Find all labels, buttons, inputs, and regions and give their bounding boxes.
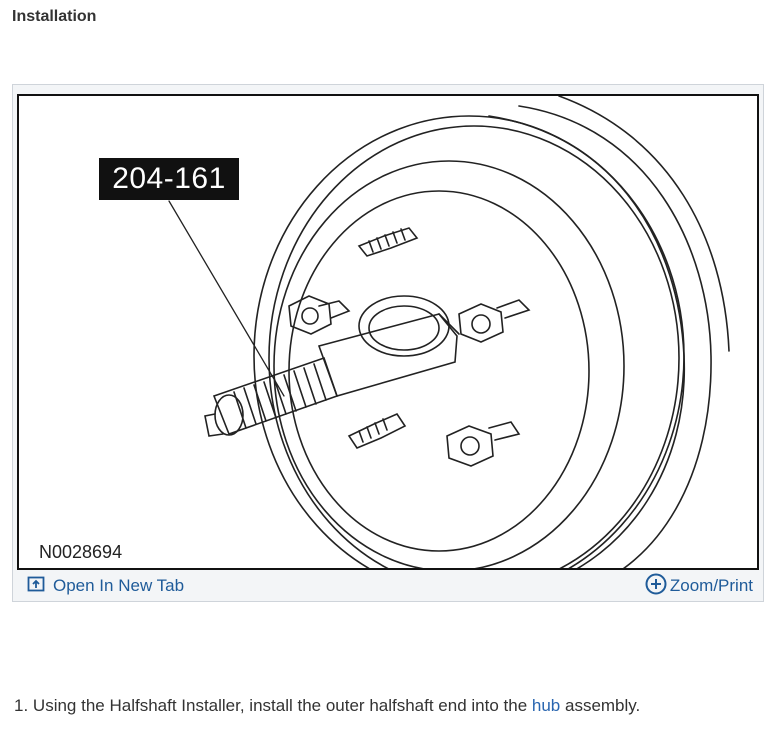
zoom-plus-icon xyxy=(645,573,667,600)
zoom-print-link[interactable]: Zoom/Print xyxy=(645,573,753,600)
open-in-new-tab-link[interactable]: Open In New Tab xyxy=(27,575,184,598)
figure-card: 204-161 N0028694 Open In New Tab xyxy=(12,84,764,602)
zoom-print-label[interactable]: Zoom/Print xyxy=(669,576,753,595)
tool-callout-label: 204-161 xyxy=(99,158,239,200)
figure-id: N0028694 xyxy=(39,542,123,562)
step-text-before: Using the Halfshaft Installer, install t… xyxy=(32,696,532,715)
hub-link[interactable]: hub xyxy=(531,696,561,715)
figure-illustration[interactable]: 204-161 N0028694 xyxy=(17,94,759,570)
step-text-after: assembly. xyxy=(560,696,641,715)
section-title: Installation xyxy=(12,8,97,25)
open-in-new-tab-label[interactable]: Open In New Tab xyxy=(53,576,185,595)
step-number: 1. xyxy=(14,696,29,715)
figure-toolbar: Open In New Tab Zoom/Print xyxy=(13,571,763,601)
step-1: 1. Using the Halfshaft Installer, instal… xyxy=(14,696,640,716)
open-in-new-tab-icon xyxy=(27,575,45,598)
hub-installer-drawing xyxy=(168,96,730,568)
